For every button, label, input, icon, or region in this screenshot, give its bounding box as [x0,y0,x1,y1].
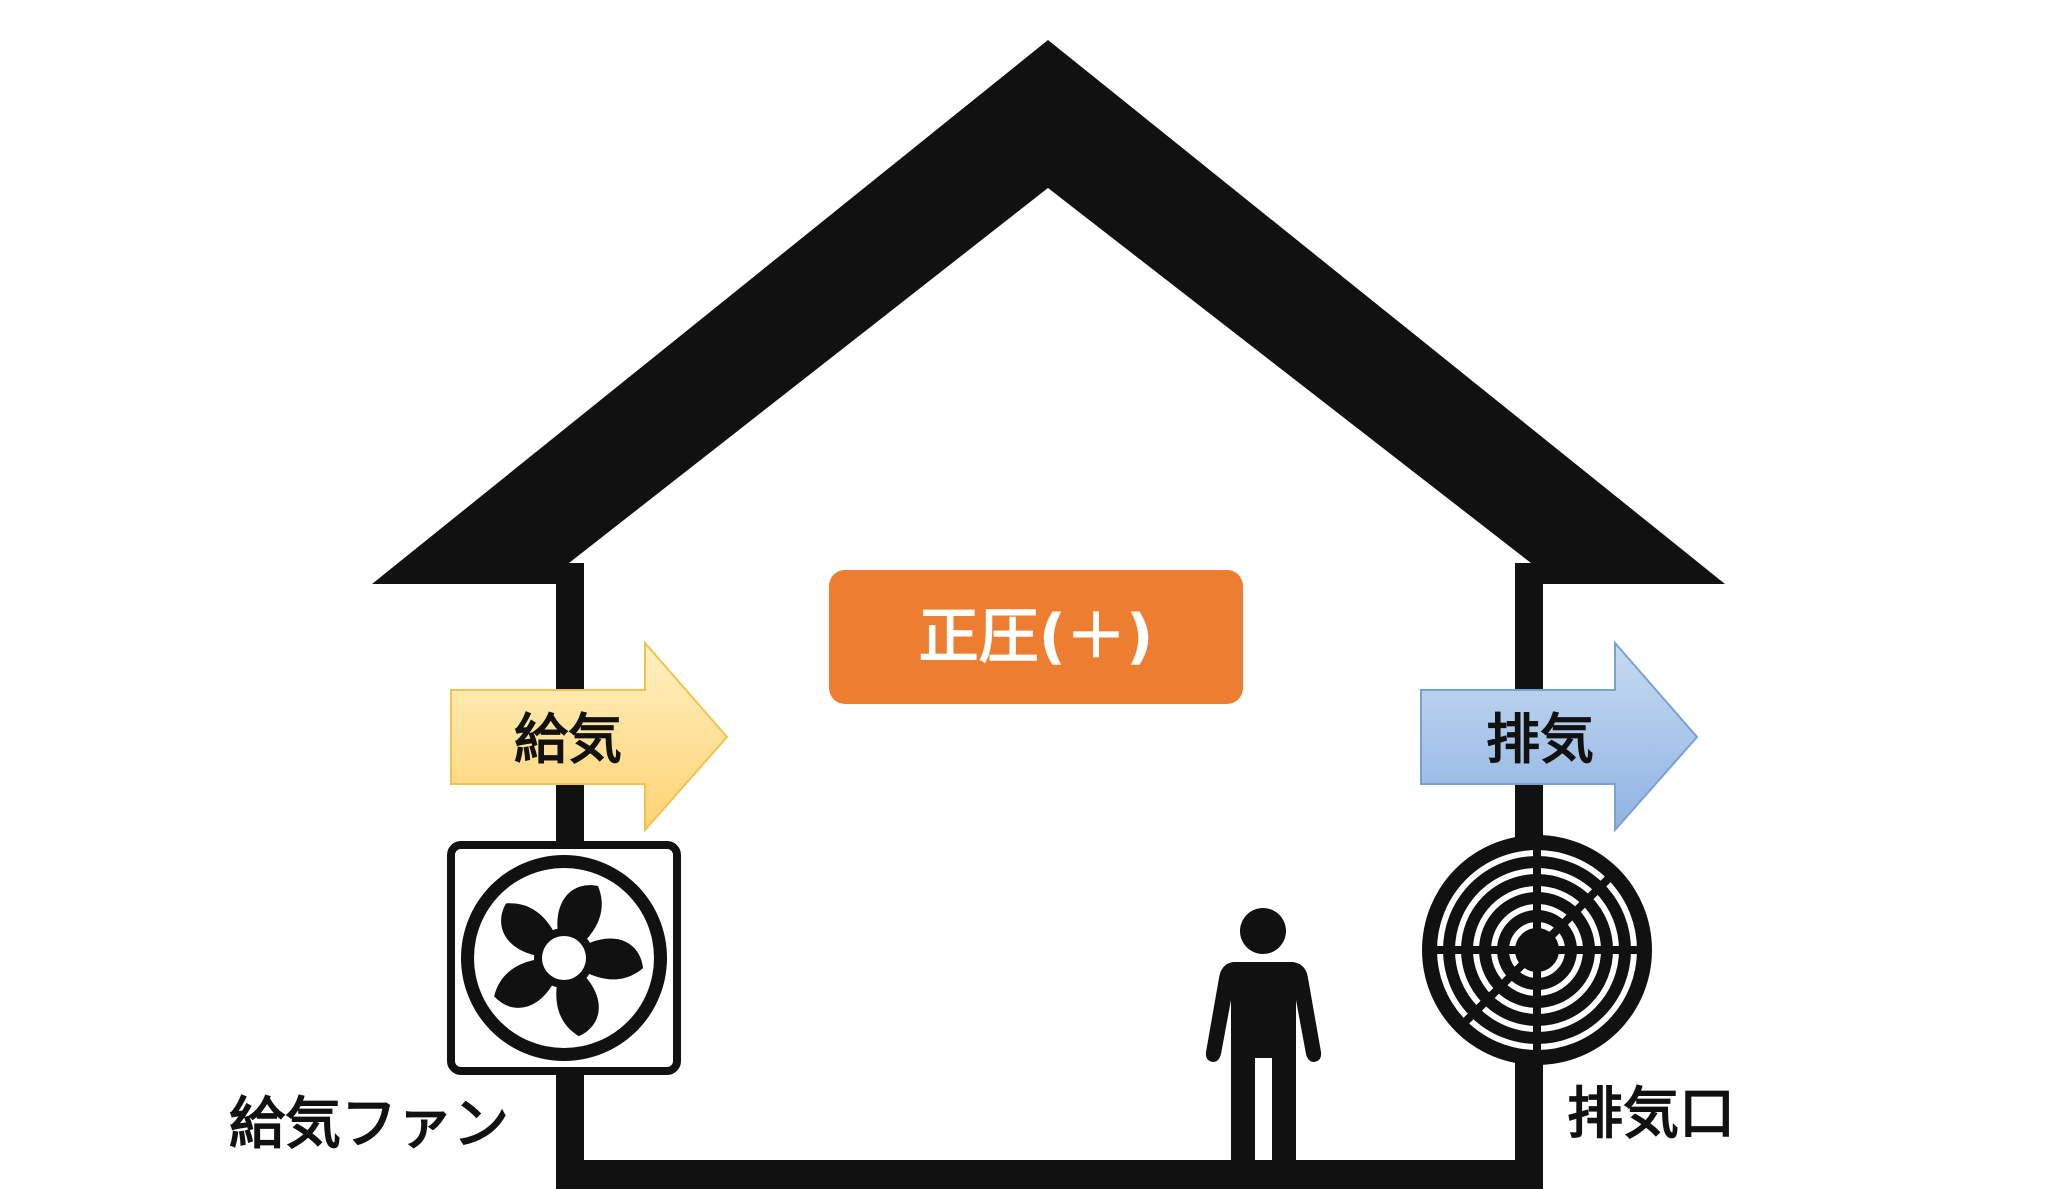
house-roof [372,40,1725,584]
exhaust-arrow: 排気 [1420,640,1699,833]
exhaust-vent-icon [1422,835,1652,1065]
exhaust-arrow-label: 排気 [1486,708,1594,771]
house-floor [556,1160,1543,1189]
exhaust-port-label: 排気口 [1567,1082,1735,1147]
person-icon [1205,908,1322,1160]
pressure-label: 正圧(＋) [919,602,1154,672]
pressure-badge: 正圧(＋) [829,570,1243,704]
supply-fan-label: 給気ファン [229,1092,509,1157]
supply-arrow: 給気 [450,640,729,833]
supply-arrow-label: 給気 [514,708,622,771]
ventilation-fan-icon [447,841,681,1075]
